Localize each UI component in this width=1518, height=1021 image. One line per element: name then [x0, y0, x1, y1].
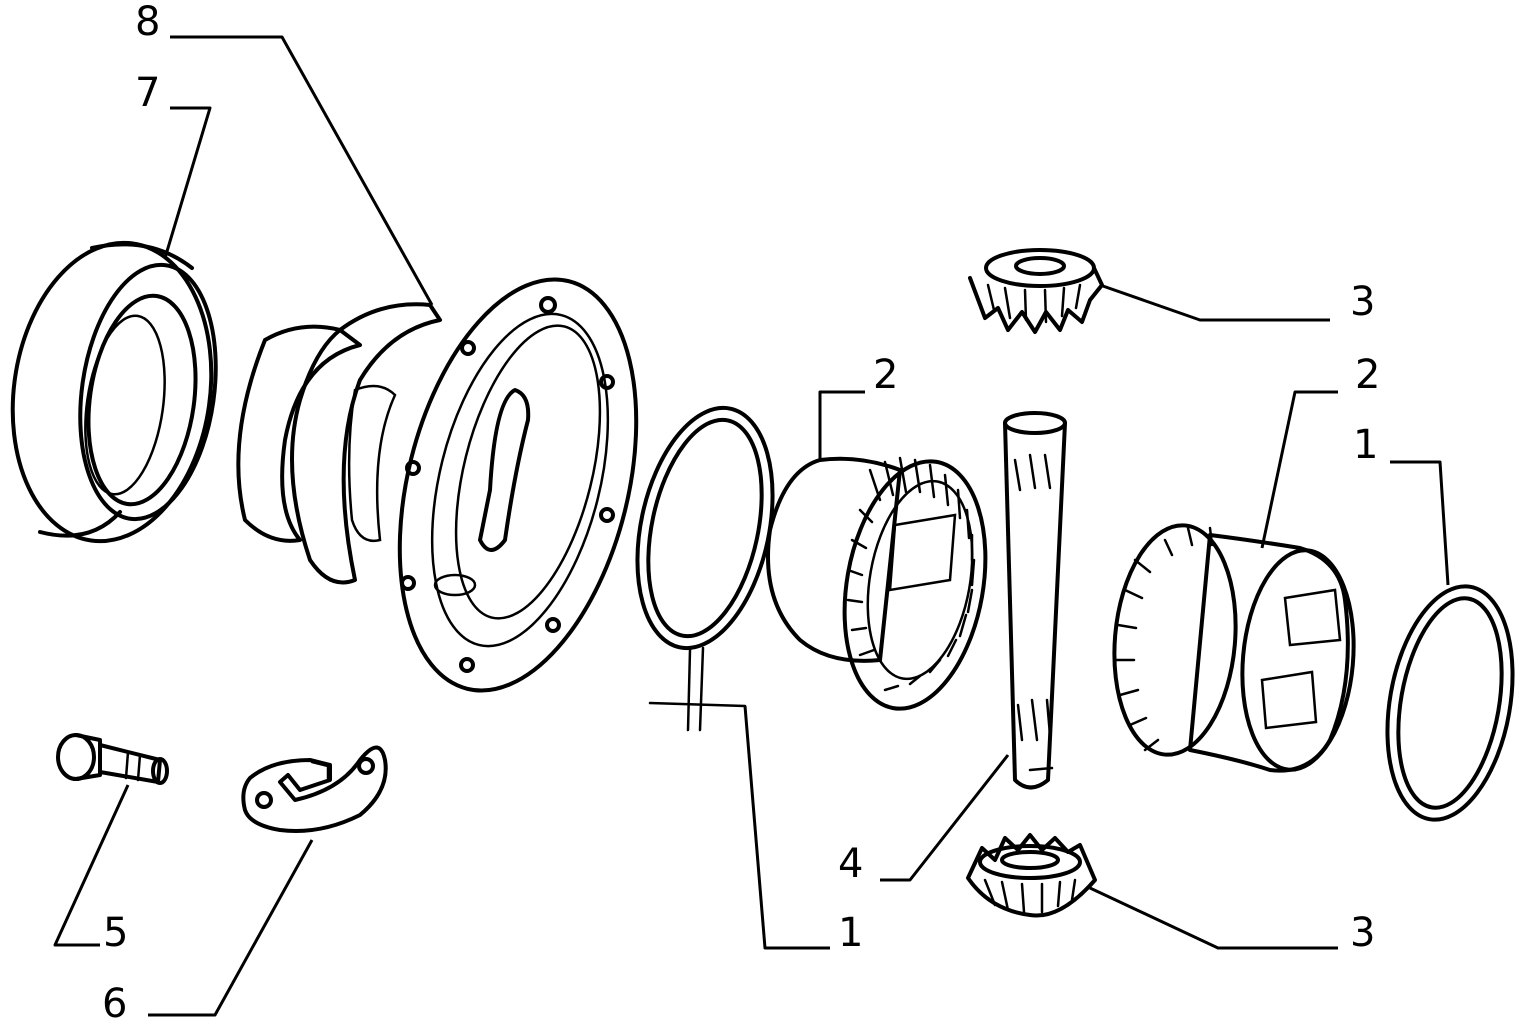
callout-2-right: 2	[1355, 352, 1380, 398]
shim-ring-part-1-right	[1385, 584, 1515, 822]
leader-lines	[53, 35, 1450, 1017]
callout-1-right: 1	[1353, 422, 1378, 468]
housing-part-8	[236, 277, 639, 693]
leader-7	[163, 106, 212, 259]
leader-5	[53, 784, 130, 947]
callout-8: 8	[135, 0, 160, 45]
leader-1-right	[1390, 460, 1450, 586]
side-gear-part-2-right	[1112, 523, 1356, 773]
pinion-gear-part-3-top	[968, 248, 1104, 334]
leader-2-middle	[818, 390, 865, 460]
pinion-shaft-part-4	[1003, 411, 1067, 790]
callout-6: 6	[102, 981, 127, 1021]
leader-2-right	[1260, 390, 1338, 549]
leader-4	[880, 754, 1010, 882]
leader-8	[170, 35, 434, 306]
lock-plate-part-6	[241, 745, 388, 833]
callout-labels: 8 7 3 2 2 1 4 5 6 1 3	[102, 0, 1380, 1021]
bearing-part-7	[10, 240, 218, 544]
leader-3-top	[1099, 283, 1330, 322]
callout-3-top: 3	[1350, 279, 1375, 325]
callout-5: 5	[103, 910, 128, 956]
callout-1-bottom: 1	[838, 910, 863, 956]
callout-4: 4	[838, 841, 863, 887]
callout-2-middle: 2	[873, 352, 898, 398]
pinion-gear-part-3-bottom	[966, 833, 1097, 918]
callout-3-bottom: 3	[1350, 910, 1375, 956]
bolt-part-5	[56, 733, 169, 785]
leader-3-bottom	[1089, 886, 1338, 950]
leader-1-bottom	[743, 705, 830, 950]
side-gear-part-2-middle	[766, 456, 988, 711]
callout-7: 7	[135, 70, 160, 116]
leader-6	[148, 839, 314, 1017]
